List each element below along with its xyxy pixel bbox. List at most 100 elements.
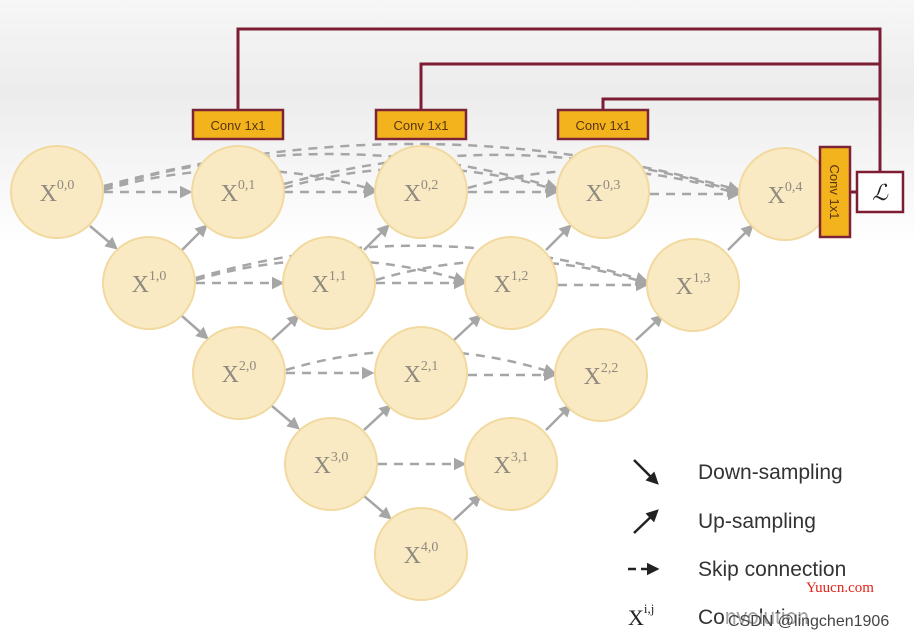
- up-1-1-to-0-2: [363, 224, 390, 251]
- up-2-2-to-1-3: [635, 314, 664, 341]
- node-x-2-0-sup: 2,0: [239, 359, 257, 374]
- node-x-0-2-sup: 0,2: [421, 178, 439, 193]
- down-0-0-to-1-0: [89, 225, 118, 250]
- node-x-2-2: X2,2: [554, 328, 648, 422]
- svg-text:X1,2: X1,2: [494, 269, 529, 298]
- node-x-1-2-base: X: [494, 272, 511, 298]
- node-x-3-0-base: X: [314, 453, 331, 479]
- node-x-0-2-base: X: [404, 181, 421, 207]
- svg-text:X3,1: X3,1: [494, 450, 529, 479]
- up-2-1-to-1-2: [453, 314, 482, 341]
- node-x-3-1-sup: 3,1: [511, 450, 529, 465]
- conv-1x1-label-0-2: Conv 1x1: [394, 118, 449, 133]
- svg-text:X0,2: X0,2: [404, 178, 439, 207]
- svg-text:X0,3: X0,3: [586, 178, 621, 207]
- node-x-1-3-base: X: [676, 274, 693, 300]
- conv-1x1-box-0-3: Conv 1x1: [556, 108, 650, 141]
- conv-1x1-box-0-1: Conv 1x1: [191, 108, 285, 141]
- node-x-0-0: X0,0: [10, 145, 104, 239]
- node-x-1-1-sup: 1,1: [329, 269, 347, 284]
- down-sampling-icon: [633, 459, 659, 485]
- skip-0-0-to-0-2: [103, 168, 377, 194]
- conv-1x1-label-0-1: Conv 1x1: [211, 118, 266, 133]
- down-3-0-to-4-0: [363, 495, 392, 520]
- node-x-4-0-base: X: [404, 543, 421, 569]
- skip-0-1-to-0-4: [283, 153, 741, 196]
- node-x-0-0-sup: 0,0: [57, 178, 75, 193]
- conv-1x1-label-0-3: Conv 1x1: [576, 118, 631, 133]
- up-4-0-to-3-1: [453, 494, 482, 521]
- legend-symbol-base: X: [628, 605, 644, 630]
- loss-box: ℒ: [855, 170, 905, 214]
- svg-text:X1,3: X1,3: [676, 271, 711, 300]
- node-x-1-0: X1,0: [102, 236, 196, 330]
- svg-text:X0,0: X0,0: [40, 178, 75, 207]
- conv-1x1-box-0-4: Conv 1x1: [818, 145, 852, 239]
- node-x-2-2-base: X: [584, 364, 601, 390]
- down-1-0-to-2-0: [181, 315, 209, 340]
- node-x-1-0-sup: 1,0: [149, 269, 167, 284]
- skip-1-0-to-1-3: [195, 244, 649, 285]
- watermark-site: Yuucn.com: [806, 580, 874, 596]
- node-x-3-0-sup: 3,0: [331, 450, 349, 465]
- loss-label: ℒ: [872, 180, 889, 205]
- up-sampling-icon: [633, 509, 659, 534]
- watermark-author: CSDN @lingchen1906: [726, 613, 892, 631]
- svg-text:X2,0: X2,0: [222, 359, 257, 388]
- node-x-4-0-sup: 4,0: [421, 540, 439, 555]
- down-2-0-to-3-0: [271, 405, 300, 430]
- node-x-2-1-sup: 2,1: [421, 359, 439, 374]
- node-x-1-1-base: X: [312, 272, 329, 298]
- node-x-3-0: X3,0: [284, 417, 378, 511]
- svg-text:X2,1: X2,1: [404, 359, 439, 388]
- node-x-1-2-sup: 1,2: [511, 269, 529, 284]
- node-x-4-0: X4,0: [374, 507, 468, 601]
- node-x-0-4: X0,4: [738, 147, 832, 241]
- node-x-0-3-base: X: [586, 181, 603, 207]
- conv-1x1-box-0-2: Conv 1x1: [374, 108, 468, 141]
- skip-0-1-to-0-3: [283, 167, 559, 194]
- node-x-1-3: X1,3: [646, 238, 740, 332]
- svg-text:X2,2: X2,2: [584, 361, 619, 390]
- skip-0-0-to-0-3: [103, 152, 559, 192]
- wire-conv-0-2: [419, 62, 880, 112]
- up-1-0-to-0-1: [181, 224, 208, 251]
- up-1-3-to-0-4: [727, 224, 754, 251]
- wire-conv-0-1: [236, 27, 882, 176]
- legend-symbol-sup: i,j: [644, 601, 654, 616]
- node-x-1-2: X1,2: [464, 236, 558, 330]
- conv-1x1-label-0-4: Conv 1x1: [827, 165, 842, 220]
- node-x-2-0: X2,0: [192, 326, 286, 420]
- node-x-2-2-sup: 2,2: [601, 361, 619, 376]
- node-x-0-1-base: X: [221, 181, 238, 207]
- node-x-0-3-sup: 0,3: [603, 178, 621, 193]
- node-x-0-1-sup: 0,1: [238, 178, 256, 193]
- up-3-1-to-2-2: [545, 404, 572, 431]
- node-x-0-2: X0,2: [374, 145, 468, 239]
- node-x-1-0-base: X: [132, 272, 149, 298]
- svg-text:X0,4: X0,4: [768, 180, 803, 209]
- skip-0-0-to-0-4: [103, 142, 741, 194]
- node-x-0-3: X0,3: [556, 145, 650, 239]
- up-2-0-to-1-1: [271, 314, 300, 341]
- node-x-0-4-sup: 0,4: [785, 180, 803, 195]
- legend-up-sampling: Up-sampling: [698, 510, 816, 533]
- svg-text:X1,0: X1,0: [132, 269, 167, 298]
- legend-skip-connection: Skip connection: [698, 558, 846, 581]
- legend-down-sampling: Down-sampling: [698, 461, 843, 484]
- node-x-2-0-base: X: [222, 362, 239, 388]
- sampling-edges: [89, 224, 754, 521]
- wire-conv-0-3: [601, 97, 880, 112]
- node-x-1-3-sup: 1,3: [693, 271, 711, 286]
- svg-text:X1,1: X1,1: [312, 269, 347, 298]
- legend: Down-sampling Up-sampling Skip connectio…: [628, 459, 846, 630]
- node-x-0-0-base: X: [40, 181, 57, 207]
- svg-text:X3,0: X3,0: [314, 450, 349, 479]
- up-3-0-to-2-1: [363, 404, 392, 431]
- node-x-0-1: X0,1: [191, 145, 285, 239]
- node-x-0-4-base: X: [768, 183, 785, 209]
- svg-text:X0,1: X0,1: [221, 178, 256, 207]
- node-x-3-1-base: X: [494, 453, 511, 479]
- skip-connections: [103, 142, 741, 471]
